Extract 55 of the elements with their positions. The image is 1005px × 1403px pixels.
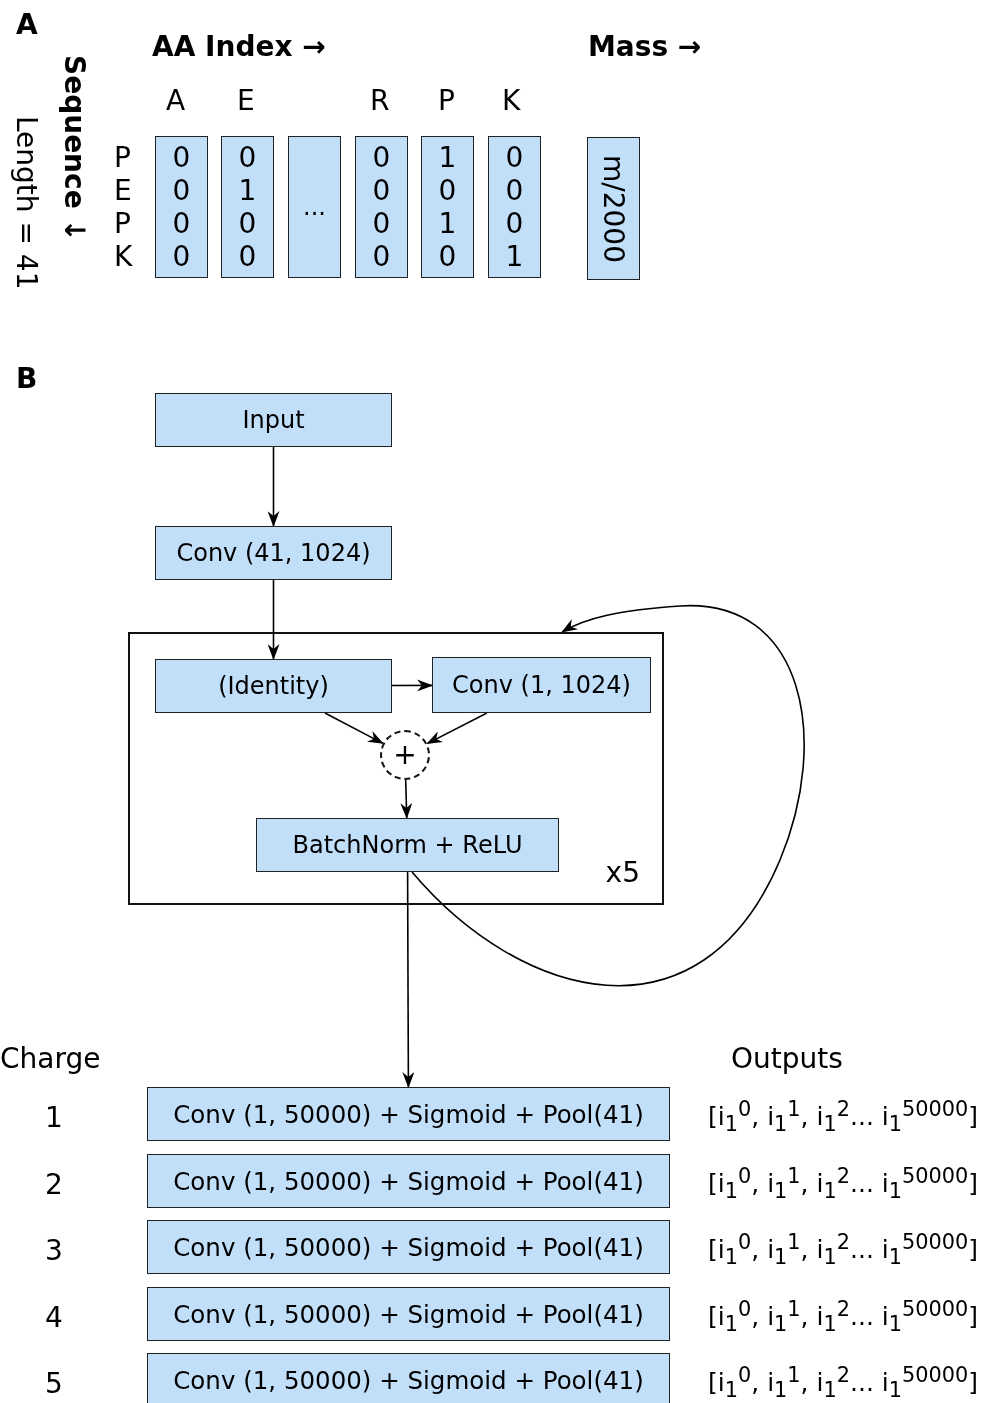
output-layer-box: Conv (1, 50000) + Sigmoid + Pool(41) [147, 1154, 670, 1208]
column-letter: A [166, 84, 186, 118]
output-layer-box: Conv (1, 50000) + Sigmoid + Pool(41) [147, 1353, 670, 1403]
charge-number: 1 [45, 1101, 63, 1135]
column-letter: K [502, 84, 521, 118]
layer-box: (Identity) [155, 659, 392, 713]
column-letter: P [438, 84, 455, 118]
output-layer-box: Conv (1, 50000) + Sigmoid + Pool(41) [147, 1220, 670, 1274]
charge-number: 5 [45, 1367, 63, 1401]
layer-box: BatchNorm + ReLU [256, 818, 559, 872]
sum-circle: + [380, 730, 430, 780]
arrow [426, 712, 488, 745]
matrix-column: ... [288, 136, 341, 278]
layer-box: Conv (41, 1024) [155, 526, 392, 580]
arrow [391, 679, 433, 692]
mass-column: m/2000 [587, 137, 640, 280]
output-vector: [i$_{1}$$^{0}$, i$_{1}$$^{1}$, i$_{1}$$^{2}$... i$_{1}$$^{50000}$] [708, 1164, 978, 1205]
output-layer-box: Conv (1, 50000) + Sigmoid + Pool(41) [147, 1087, 670, 1141]
row-letter: K [114, 240, 133, 274]
arrow [267, 446, 280, 527]
matrix-column: 0 1 0 0 [221, 136, 274, 278]
matrix-column: 0 0 0 0 [355, 136, 408, 278]
matrix-column: 1 0 1 0 [421, 136, 474, 278]
arrow [400, 779, 413, 819]
row-letter: P [114, 207, 131, 241]
matrix-column: 0 0 0 1 [488, 136, 541, 278]
layer-box: Input [155, 393, 392, 447]
output-layer-box: Conv (1, 50000) + Sigmoid + Pool(41) [147, 1287, 670, 1341]
layer-box: Conv (1, 1024) [432, 657, 651, 713]
column-heading: Charge [0, 1042, 101, 1076]
axis-label: Length = 41 [9, 116, 43, 290]
axis-heading: Sequence ↓ [57, 55, 91, 242]
arrow [324, 712, 384, 745]
loop-arrow [411, 605, 805, 987]
panel-letter: A [16, 8, 38, 42]
charge-number: 4 [45, 1301, 63, 1335]
matrix-column: 0 0 0 0 [155, 136, 208, 278]
repeat-count: x5 [605, 856, 640, 889]
output-vector: [i$_{1}$$^{0}$, i$_{1}$$^{1}$, i$_{1}$$^{2}$... i$_{1}$$^{50000}$] [708, 1230, 978, 1271]
row-letter: P [114, 141, 131, 175]
column-heading: Outputs [731, 1042, 843, 1076]
output-vector: [i$_{1}$$^{0}$, i$_{1}$$^{1}$, i$_{1}$$^{2}$... i$_{1}$$^{50000}$] [708, 1097, 978, 1138]
column-letter: E [237, 84, 255, 118]
panel-letter: B [16, 362, 38, 396]
arrow [267, 579, 280, 660]
axis-heading: AA Index → [152, 30, 326, 64]
charge-number: 3 [45, 1234, 63, 1268]
repeat-frame [128, 632, 664, 905]
row-letter: E [114, 174, 132, 208]
axis-heading: Mass → [588, 30, 702, 64]
charge-number: 2 [45, 1168, 63, 1202]
output-vector: [i$_{1}$$^{0}$, i$_{1}$$^{1}$, i$_{1}$$^{2}$... i$_{1}$$^{50000}$] [708, 1297, 978, 1338]
output-vector: [i$_{1}$$^{0}$, i$_{1}$$^{1}$, i$_{1}$$^{2}$... i$_{1}$$^{50000}$] [708, 1363, 978, 1403]
arrow [402, 871, 415, 1088]
column-letter: R [370, 84, 390, 118]
